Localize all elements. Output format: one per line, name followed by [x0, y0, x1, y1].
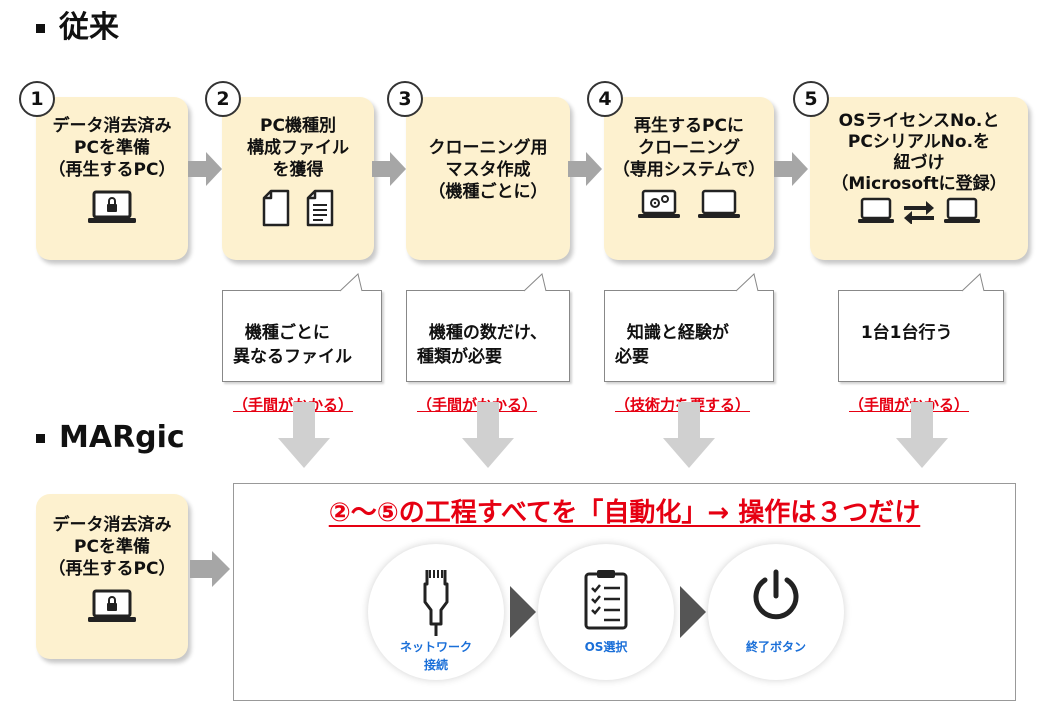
callout-step-2-tail: [339, 273, 363, 292]
step-5-box: OSライセンスNo.と PCシリアルNo.を 紐づけ （Microsoftに登録…: [810, 97, 1028, 260]
network-cable-icon: [423, 570, 449, 636]
bullet-square: [36, 23, 45, 33]
swap-arrows-icon: [904, 201, 934, 224]
margic-step-os-select-label: OS選択: [584, 640, 628, 654]
down-arrow-4: [896, 402, 948, 468]
power-icon: [753, 569, 799, 620]
laptop-gear-icon: [638, 189, 680, 218]
flow-arrow-2: [372, 152, 406, 186]
chevron-right-icon: [510, 586, 536, 638]
step-1-number: 1: [19, 81, 55, 117]
step-3-box: クローニング用 マスタ作成 （機種ごとに）: [406, 97, 570, 260]
flow-arrow-1: [188, 152, 222, 186]
step-3-number: 3: [387, 81, 423, 117]
step-1-text: データ消去済み PCを準備 （再生するPC）: [48, 116, 176, 180]
margic-prep-icons: [85, 588, 139, 626]
callout-step-4-tail: [735, 273, 759, 292]
flow-arrow-3: [568, 152, 602, 186]
margic-automation-frame: ②～⑤の工程すべてを「自動化」→ 操作は３つだけ ネットワーク 接続 OS選択: [233, 483, 1016, 701]
margic-flow-arrow: [190, 551, 230, 587]
callout-step-4-text: 知識と経験が 必要: [615, 323, 729, 367]
margic-step-shutdown-label: 終了ボタン: [745, 640, 806, 654]
margic-step-network: ネットワーク 接続: [368, 544, 504, 680]
step-3-text: クローニング用 マスタ作成 （機種ごとに）: [428, 138, 548, 202]
step-5-number: 5: [793, 81, 829, 117]
laptop-lock-icon: [88, 190, 136, 223]
margic-step-os-select: OS選択: [538, 544, 674, 680]
laptop-icon: [858, 197, 894, 223]
callout-step-2-text: 機種ごとに 異なるファイル: [233, 323, 352, 367]
step-1-box: データ消去済み PCを準備 （再生するPC）: [36, 97, 188, 260]
callout-step-5: 1台1台行う （手間がかかる）: [838, 290, 1004, 414]
step-5-text: OSライセンスNo.と PCシリアルNo.を 紐づけ （Microsoftに登録…: [831, 111, 1007, 194]
margic-headline: ②～⑤の工程すべてを「自動化」→ 操作は３つだけ: [328, 498, 921, 528]
step-1-icons: [85, 189, 139, 227]
callout-step-5-tail: [961, 273, 985, 292]
chevron-right-icon: [680, 586, 706, 638]
step-2-box: PC機種別 構成ファイル を獲得: [222, 97, 374, 260]
bullet-square: [36, 433, 45, 443]
conventional-title: 従来: [59, 10, 119, 45]
callout-step-5-text: 1台1台行う: [860, 323, 953, 343]
laptop-icon: [944, 197, 980, 223]
down-arrow-1: [278, 402, 330, 468]
checklist-icon: [584, 570, 628, 630]
step-5-icons: [856, 197, 982, 225]
step-4-number: 4: [587, 81, 623, 117]
margic-step-network-label: ネットワーク 接続: [399, 640, 472, 672]
margic-prep-text: データ消去済み PCを準備 （再生するPC）: [48, 515, 176, 579]
callout-step-3: 機種の数だけ、 種類が必要 （手間がかかる）: [406, 290, 570, 414]
callout-step-3-text: 機種の数だけ、 種類が必要: [417, 323, 547, 367]
text-file-icon: [306, 189, 334, 227]
callout-step-3-tail: [523, 273, 547, 292]
conventional-section-title: 従来: [36, 10, 119, 46]
margic-section-title: MARgic: [36, 420, 185, 456]
margic-title: MARgic: [59, 420, 185, 455]
margic-prep-box: データ消去済み PCを準備 （再生するPC）: [36, 494, 188, 659]
margic-step-shutdown: 終了ボタン: [708, 544, 844, 680]
laptop-icon: [698, 189, 740, 218]
step-2-text: PC機種別 構成ファイル を獲得: [247, 116, 349, 180]
laptop-lock-icon: [88, 589, 136, 622]
blank-file-icon: [262, 189, 290, 227]
step-2-number: 2: [205, 81, 241, 117]
down-arrow-3: [663, 402, 715, 468]
callout-step-2: 機種ごとに 異なるファイル （手間がかかる）: [222, 290, 382, 414]
callout-step-5-note: （手間がかかる）: [849, 396, 970, 414]
step-4-icons: [636, 189, 742, 221]
flow-arrow-4: [774, 152, 808, 186]
down-arrow-2: [462, 402, 514, 468]
step-4-text: 再生するPCに クローニング （専用システムで）: [612, 116, 766, 180]
step-4-box: 再生するPCに クローニング （専用システムで）: [604, 97, 774, 260]
step-2-icons: [261, 189, 335, 227]
callout-step-4: 知識と経験が 必要 （技術力を要する）: [604, 290, 774, 414]
